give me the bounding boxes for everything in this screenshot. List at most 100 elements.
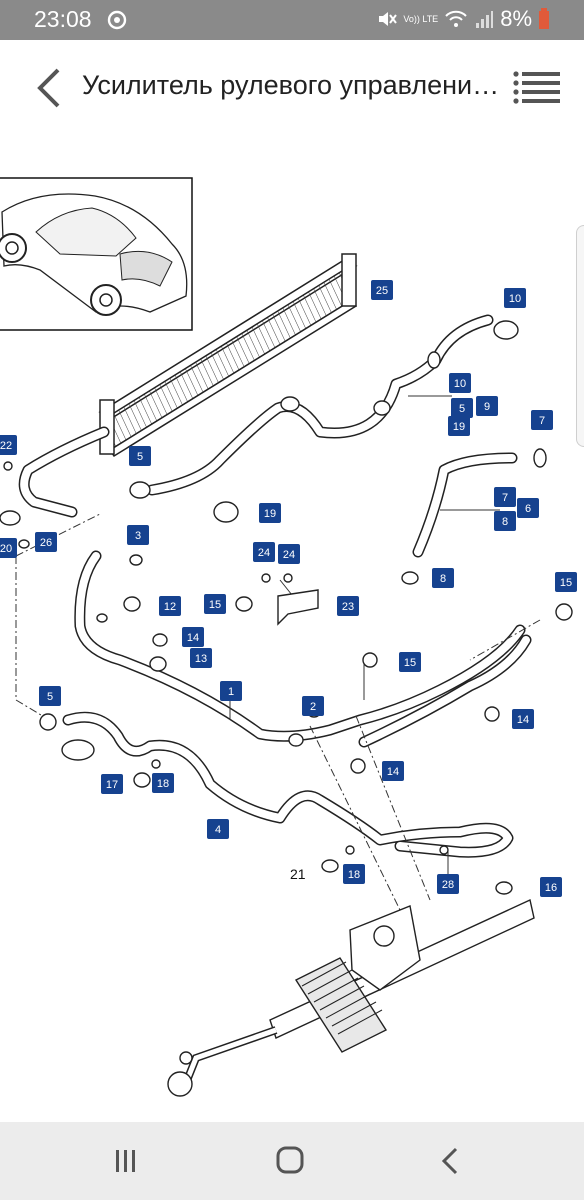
callout-26: 26 <box>35 532 57 552</box>
callout-4: 4 <box>207 819 229 839</box>
nav-bar <box>0 1122 584 1200</box>
callout-5: 5 <box>451 398 473 418</box>
callout-9: 9 <box>476 396 498 416</box>
svg-text:8: 8 <box>502 516 508 528</box>
svg-text:1: 1 <box>228 686 234 698</box>
callout-7: 7 <box>494 487 516 507</box>
svg-text:5: 5 <box>47 691 53 703</box>
callout-10: 10 <box>504 288 526 308</box>
callout-15: 15 <box>399 652 421 672</box>
scrollbar[interactable] <box>576 225 584 447</box>
svg-text:12: 12 <box>164 601 176 613</box>
battery-icon <box>539 8 549 29</box>
svg-text:5: 5 <box>137 451 143 463</box>
callout-19: 19 <box>448 416 470 436</box>
svg-text:10: 10 <box>454 378 466 390</box>
svg-text:18: 18 <box>157 778 169 790</box>
car-inset <box>0 177 193 331</box>
chevron-left-icon[interactable] <box>30 66 66 110</box>
svg-text:10: 10 <box>509 293 521 305</box>
callout-23: 23 <box>337 596 359 616</box>
svg-text:16: 16 <box>545 882 557 894</box>
svg-text:7: 7 <box>502 492 508 504</box>
svg-text:14: 14 <box>517 714 529 726</box>
leader-lines <box>15 395 541 911</box>
svg-text:5: 5 <box>459 403 465 415</box>
battery-percent: 8% <box>500 6 532 31</box>
svg-text:22: 22 <box>0 440 12 452</box>
small-parts <box>0 320 573 895</box>
callout-28: 28 <box>437 874 459 894</box>
svg-text:15: 15 <box>209 599 221 611</box>
callout-14: 14 <box>182 627 204 647</box>
power-steering-diagram: 2510109519722576819202632424815231512141… <box>0 177 577 1097</box>
svg-text:20: 20 <box>0 543 12 555</box>
status-bar: 23:08 Vo)) LTE 8% <box>0 0 584 40</box>
svg-text:17: 17 <box>106 779 118 791</box>
callout-24: 24 <box>253 542 275 562</box>
callout-22: 22 <box>0 435 17 455</box>
callout-14: 14 <box>512 709 534 729</box>
svg-text:19: 19 <box>453 421 465 433</box>
callout-15: 15 <box>204 594 226 614</box>
callout-8: 8 <box>432 568 454 588</box>
svg-text:14: 14 <box>387 766 399 778</box>
callout-5: 5 <box>129 446 151 466</box>
svg-text:19: 19 <box>264 508 276 520</box>
svg-text:7: 7 <box>539 415 545 427</box>
callout-1: 1 <box>220 681 242 701</box>
home-icon[interactable] <box>270 1144 310 1178</box>
signal-icon <box>476 11 494 28</box>
svg-text:15: 15 <box>404 657 416 669</box>
callout-8: 8 <box>494 511 516 531</box>
svg-text:9: 9 <box>484 401 490 413</box>
svg-text:28: 28 <box>442 879 454 891</box>
callout-7: 7 <box>531 410 553 430</box>
svg-text:14: 14 <box>187 632 199 644</box>
svg-text:4: 4 <box>215 824 221 836</box>
svg-text:26: 26 <box>40 537 52 549</box>
callout-3: 3 <box>127 525 149 545</box>
callout-17: 17 <box>101 774 123 794</box>
svg-text:13: 13 <box>195 653 207 665</box>
svg-text:24: 24 <box>258 547 270 559</box>
callout-25: 25 <box>371 280 393 300</box>
svg-text:6: 6 <box>525 503 531 515</box>
callout-24: 24 <box>278 544 300 564</box>
callout-19: 19 <box>259 503 281 523</box>
svg-text:25: 25 <box>376 285 388 297</box>
back-icon[interactable] <box>432 1144 472 1178</box>
callout-14: 14 <box>382 761 404 781</box>
svg-text:8: 8 <box>440 573 446 585</box>
hose-lines <box>18 314 532 858</box>
wifi-icon <box>445 10 467 27</box>
status-time: 23:08 <box>34 6 92 32</box>
callout-2: 2 <box>302 696 324 716</box>
svg-text:23: 23 <box>342 601 354 613</box>
callout-20: 20 <box>0 538 17 558</box>
status-icons: Vo)) LTE 8% <box>377 6 550 32</box>
svg-text:3: 3 <box>135 530 141 542</box>
list-menu-icon[interactable] <box>510 70 562 106</box>
callout-18: 18 <box>343 864 365 884</box>
mute-icon <box>379 12 398 26</box>
svg-text:18: 18 <box>348 869 360 881</box>
callout-13: 13 <box>190 648 212 668</box>
callout-10: 10 <box>449 373 471 393</box>
app-bar: Усилитель рулевого управлени… <box>0 40 584 136</box>
callout-15: 15 <box>555 572 577 592</box>
callout-6: 6 <box>517 498 539 518</box>
callout-21: 21 <box>290 866 306 882</box>
oil-cooler <box>98 253 358 458</box>
callout-12: 12 <box>159 596 181 616</box>
recent-apps-icon[interactable] <box>106 1144 146 1178</box>
lte-label: Vo)) LTE <box>403 13 439 24</box>
steering-rack <box>167 899 535 1097</box>
svg-text:24: 24 <box>283 549 295 561</box>
page-title: Усилитель рулевого управлени… <box>82 70 500 100</box>
svg-text:2: 2 <box>310 701 316 713</box>
callout-16: 16 <box>540 877 562 897</box>
callout-5: 5 <box>39 686 61 706</box>
